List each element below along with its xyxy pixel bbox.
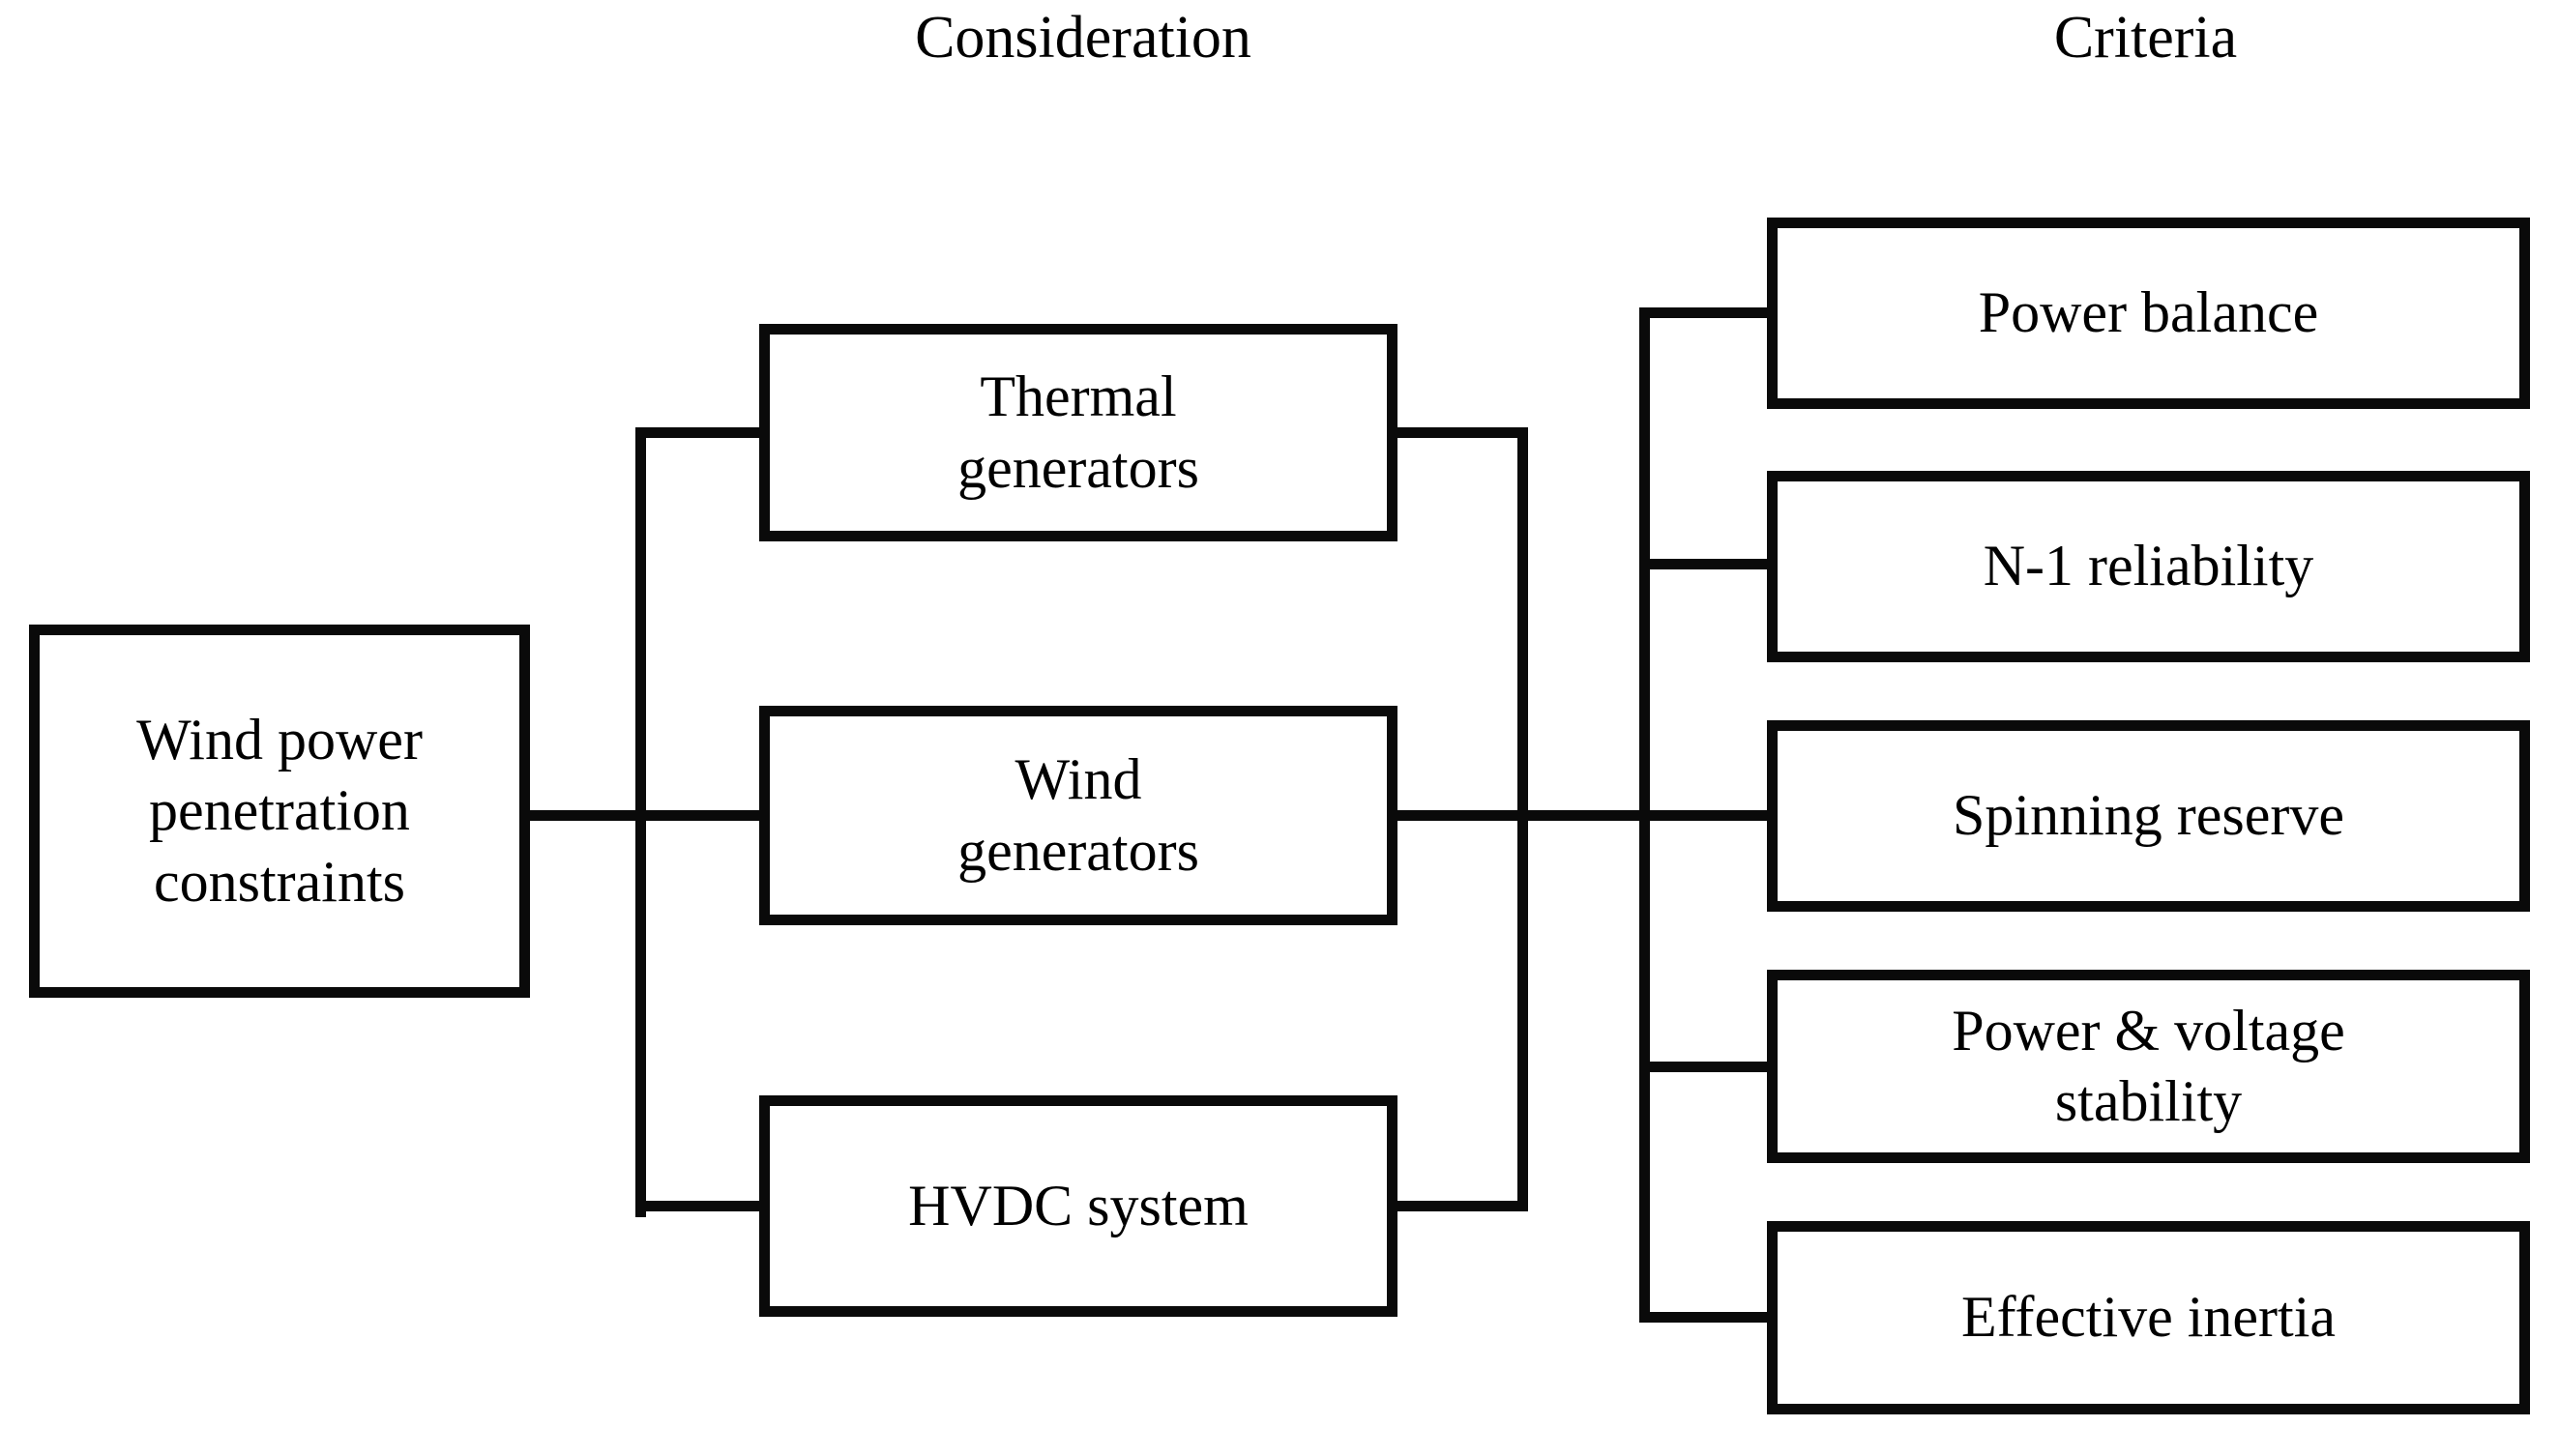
consideration-thermal-generators[interactable]: Thermal generators (759, 324, 1397, 541)
consideration-wind-generators[interactable]: Wind generators (759, 706, 1397, 925)
consideration-hvdc-system[interactable]: HVDC system (759, 1095, 1397, 1317)
criteria-spinning-reserve-label: Spinning reserve (1953, 783, 2344, 848)
connector-bus-to-wind (635, 810, 771, 821)
criteria-spinning-reserve[interactable]: Spinning reserve (1767, 720, 2530, 912)
connector-criteria-stub-4 (1639, 1062, 1775, 1072)
connector-root-stub (530, 810, 641, 821)
criteria-power-voltage-stability[interactable]: Power & voltage stability (1767, 970, 2530, 1163)
header-consideration-label: Consideration (915, 5, 1251, 71)
consideration-wind-generators-label: Wind generators (957, 747, 1199, 883)
criteria-n1-reliability[interactable]: N-1 reliability (1767, 471, 2530, 662)
criteria-power-balance[interactable]: Power balance (1767, 218, 2530, 409)
connector-criteria-stub-3 (1639, 810, 1775, 821)
connector-bus-to-thermal (635, 427, 771, 438)
connector-criteria-stub-5 (1639, 1312, 1775, 1323)
connector-midbus-to-criteria-bus (1517, 810, 1650, 821)
root-node-label: Wind power penetration constraints (136, 708, 423, 914)
connector-criteria-stub-1 (1639, 307, 1775, 318)
header-criteria-label: Criteria (2053, 5, 2238, 71)
connector-bus-to-hvdc (635, 1201, 771, 1211)
root-node[interactable]: Wind power penetration constraints (29, 625, 530, 998)
criteria-n1-reliability-label: N-1 reliability (1983, 534, 2314, 598)
connector-thermal-to-midbus (1393, 427, 1528, 438)
criteria-power-voltage-stability-label: Power & voltage stability (1952, 998, 2345, 1133)
consideration-thermal-generators-label: Thermal generators (957, 364, 1199, 500)
header-criteria: Criteria (1767, 8, 2524, 68)
connector-wind-to-midbus (1393, 810, 1528, 821)
connector-criteria-stub-2 (1639, 559, 1775, 569)
consideration-hvdc-system-label: HVDC system (908, 1173, 1249, 1238)
connector-left-bus (635, 432, 646, 1217)
criteria-effective-inertia-label: Effective inertia (1960, 1285, 2336, 1350)
header-consideration: Consideration (759, 8, 1407, 68)
criteria-effective-inertia[interactable]: Effective inertia (1767, 1221, 2530, 1414)
criteria-power-balance-label: Power balance (1978, 280, 2319, 345)
connector-hvdc-to-midbus (1393, 1201, 1528, 1211)
